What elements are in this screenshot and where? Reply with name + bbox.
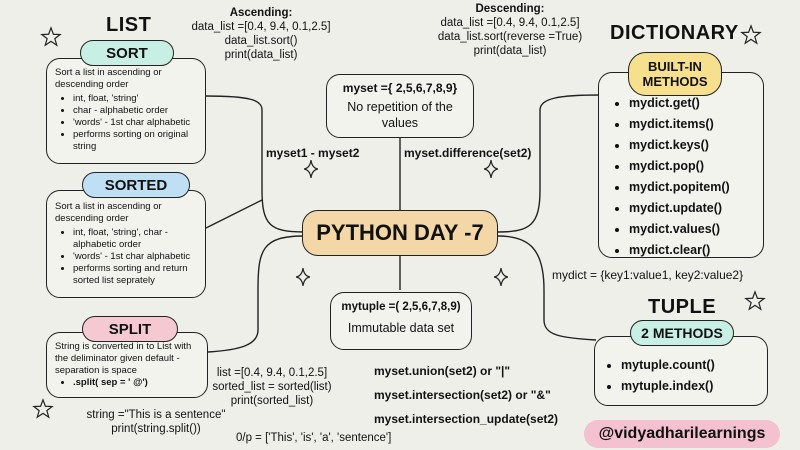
code-line: print(data_list) bbox=[224, 49, 298, 61]
code-line: data_list.sort(reverse =True) bbox=[437, 31, 583, 43]
sort-intro: Sort a list in ascending or descending o… bbox=[55, 67, 162, 90]
list-item: int, float, 'string', char - alphabetic … bbox=[73, 227, 199, 251]
set-union: myset.union(set2) or "|" bbox=[374, 364, 511, 378]
descending-code: Descending: data_list =[0.4, 9.4, 0.1,2.… bbox=[420, 2, 600, 58]
connector-tuple-right bbox=[497, 235, 597, 341]
set-intersection-update: myset.intersection_update(set2) bbox=[374, 412, 559, 426]
set-intersection: myset.intersection(set2) or "&" bbox=[374, 388, 551, 402]
star-icon bbox=[40, 26, 62, 47]
tuple-methods-list: mytuple.count() mytuple.index() bbox=[599, 355, 763, 397]
sorted-box: Sort a list in ascending or descending o… bbox=[46, 190, 206, 298]
split-code: string ="This is a sentence" print(strin… bbox=[56, 408, 256, 436]
set-title: myset ={ 2,5,6,7,8,9} bbox=[342, 81, 458, 95]
tuple-methods-box: mytuple.count() mytuple.index() bbox=[594, 336, 768, 406]
list-item: char - alphabetic order bbox=[73, 105, 199, 117]
dictionary-example: mydict = {key1:value1, key2:value2} bbox=[552, 268, 744, 282]
sparkle-icon bbox=[484, 160, 498, 178]
list-item: performs sorting and return sorted list … bbox=[73, 263, 199, 287]
sorted-code: list =[0.4, 9.4, 0.1,2.5] sorted_list = … bbox=[204, 366, 340, 408]
list-item: mydict.pop() bbox=[629, 156, 759, 177]
set-difference-operator: myset1 - myset2 bbox=[266, 146, 360, 160]
author-handle: @vidyadharilearnings bbox=[584, 420, 780, 448]
set-desc: No repetition of the values bbox=[347, 100, 453, 130]
sparkle-icon bbox=[494, 268, 508, 286]
list-item: mydict.get() bbox=[629, 93, 759, 114]
ascending-code: Ascending: data_list =[0.4, 9.4, 0.1,2.5… bbox=[186, 6, 336, 62]
list-item: mydict.values() bbox=[629, 219, 759, 240]
code-line: sorted_list = sorted(list) bbox=[212, 381, 332, 393]
tuple-title: mytuple =( 2,5,6,7,8,9) bbox=[341, 301, 461, 313]
dictionary-label: BUILT-IN METHODS bbox=[628, 52, 722, 96]
connector-dict bbox=[497, 94, 601, 233]
ascending-title: Ascending: bbox=[229, 7, 293, 19]
split-list: .split( sep = ' @') bbox=[55, 377, 201, 389]
connector-sorted bbox=[205, 199, 263, 229]
star-icon bbox=[744, 290, 766, 311]
list-item: .split( sep = ' @') bbox=[73, 377, 201, 389]
split-output: 0/p = ['This', 'is', 'a', 'sentence'] bbox=[236, 432, 392, 444]
tuple-box: mytuple =( 2,5,6,7,8,9) Immutable data s… bbox=[330, 292, 472, 350]
sorted-intro: Sort a list in ascending or descending o… bbox=[55, 201, 162, 224]
split-label: SPLIT bbox=[82, 316, 178, 342]
list-item: mydict.clear() bbox=[629, 240, 759, 261]
code-line: print(string.split()) bbox=[111, 423, 201, 435]
code-line: list =[0.4, 9.4, 0.1,2.5] bbox=[216, 367, 328, 379]
dictionary-methods-list: mydict.get() mydict.items() mydict.keys(… bbox=[603, 93, 759, 261]
code-line: data_list =[0.4, 9.4, 0.1,2.5] bbox=[191, 21, 331, 33]
tuple-heading: TUPLE bbox=[648, 296, 717, 318]
code-line: data_list =[0.4, 9.4, 0.1,2.5] bbox=[440, 17, 580, 29]
code-line: string ="This is a sentence" bbox=[86, 409, 226, 421]
connector-split bbox=[207, 235, 305, 353]
code-line: print(data_list) bbox=[473, 45, 547, 57]
star-icon bbox=[740, 24, 762, 45]
sparkle-icon bbox=[304, 160, 318, 178]
sorted-label: SORTED bbox=[82, 172, 190, 198]
connector-list bbox=[205, 95, 305, 233]
sort-label: SORT bbox=[80, 40, 174, 66]
list-item: performs sorting on original string bbox=[73, 129, 199, 153]
list-item: mydict.update() bbox=[629, 198, 759, 219]
code-line: data_list.sort() bbox=[224, 35, 298, 47]
sort-box: Sort a list in ascending or descending o… bbox=[46, 58, 206, 164]
tuple-label: 2 METHODS bbox=[630, 320, 734, 346]
set-box: myset ={ 2,5,6,7,8,9} No repetition of t… bbox=[326, 74, 474, 138]
center-title: PYTHON DAY -7 bbox=[302, 210, 498, 256]
sort-list: int, float, 'string' char - alphabetic o… bbox=[55, 93, 199, 153]
list-item: 'words' - 1st char alphabetic bbox=[73, 251, 199, 263]
split-intro: String is converted in to List with the … bbox=[55, 341, 192, 376]
list-item: int, float, 'string' bbox=[73, 93, 199, 105]
descending-title: Descending: bbox=[475, 3, 545, 15]
dictionary-heading: DICTIONARY bbox=[610, 22, 739, 44]
list-item: mytuple.index() bbox=[621, 376, 763, 397]
list-item: mydict.items() bbox=[629, 114, 759, 135]
tuple-desc: Immutable data set bbox=[347, 321, 455, 335]
star-icon bbox=[32, 398, 54, 419]
list-item: mytuple.count() bbox=[621, 355, 763, 376]
list-heading: LIST bbox=[106, 14, 152, 36]
dictionary-box: mydict.get() mydict.items() mydict.keys(… bbox=[598, 72, 764, 258]
sparkle-icon bbox=[296, 268, 310, 286]
sorted-list: int, float, 'string', char - alphabetic … bbox=[55, 227, 199, 287]
list-item: mydict.popitem() bbox=[629, 177, 759, 198]
list-item: 'words' - 1st char alphabetic bbox=[73, 117, 199, 129]
set-difference-method: myset.difference(set2) bbox=[404, 146, 532, 160]
code-line: print(sorted_list) bbox=[230, 395, 314, 407]
list-item: mydict.keys() bbox=[629, 135, 759, 156]
